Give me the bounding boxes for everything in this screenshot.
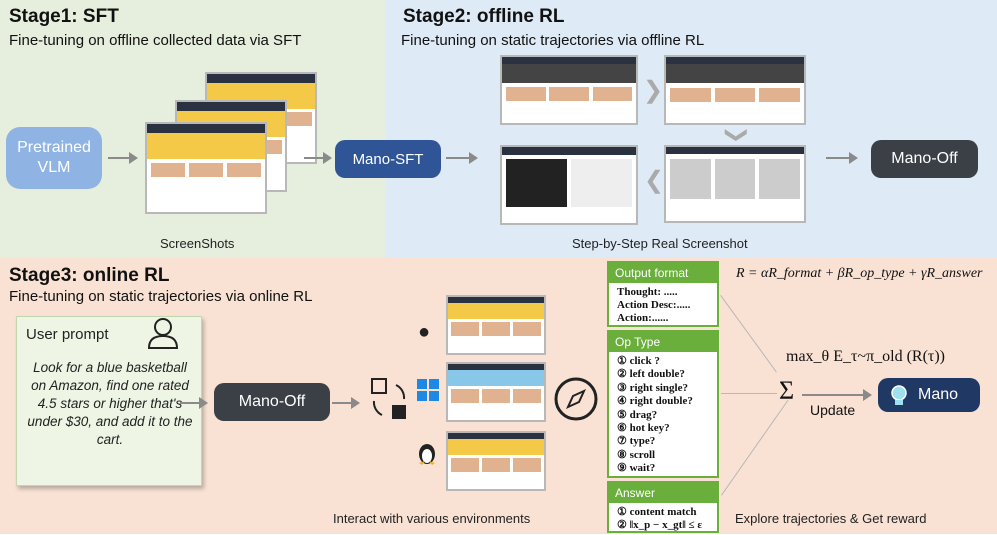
answer-item: ① content match — [617, 506, 697, 518]
mano-sft-box: Mano-SFT — [335, 140, 441, 178]
sum-symbol: Σ — [779, 376, 795, 405]
screenshots-caption: ScreenShots — [160, 236, 235, 251]
op-type-item: ⑥ hot key? — [617, 422, 670, 435]
arrow-trajectory-to-off — [826, 152, 858, 164]
output-format-header: Output format — [609, 263, 717, 283]
compass-icon — [554, 377, 598, 421]
env-screenshot-mac — [446, 295, 546, 355]
update-label: Update — [810, 402, 856, 418]
output-line: Action:...... — [617, 312, 669, 324]
arrow-vlm-to-shots — [108, 152, 138, 164]
arrow-shots-to-sft — [304, 152, 332, 164]
rl-objective: max_θ E_τ~π_old (R(τ)) — [786, 348, 946, 365]
op-type-item: ⑧ scroll — [617, 448, 656, 461]
windows-icon — [417, 379, 439, 401]
cycle-icon — [371, 378, 406, 419]
arrow-prompt-to-off — [180, 397, 208, 409]
op-type-item: ⑦ type? — [617, 435, 656, 448]
reward-formula: R = αR_format + βR_op_type + γR_answer — [736, 266, 983, 281]
stage1-subtitle: Fine-tuning on offline collected data vi… — [9, 32, 302, 49]
stage3-subtitle: Fine-tuning on static trajectories via o… — [9, 288, 313, 305]
op-type-item: ④ right double? — [617, 395, 693, 408]
bulb-icon — [891, 385, 907, 405]
pretrained-vlm-box: Pretrained VLM — [6, 127, 102, 189]
mano-final-label: Mano — [918, 386, 959, 403]
chevron-down-icon: ❯ — [725, 125, 751, 145]
mano-off-box-stage3: Mano-Off — [214, 383, 330, 421]
env-screenshot-linux — [446, 431, 546, 491]
output-format-panel: Output format Thought: ..... Action Desc… — [607, 261, 719, 327]
user-prompt-text: Look for a blue basketball on Amazon, fi… — [27, 360, 193, 447]
stage2-subtitle: Fine-tuning on static trajectories via o… — [401, 32, 705, 49]
trajectory-screenshot-1 — [500, 55, 638, 125]
arrow-off-to-cycle — [332, 397, 360, 409]
output-line: Thought: ..... — [617, 286, 678, 298]
screenshot-thumb — [145, 122, 267, 214]
pretrained-vlm-label: Pretrained VLM — [17, 139, 91, 176]
env-screenshot-windows — [446, 362, 546, 422]
arrow-sum-to-mano — [802, 389, 872, 401]
op-type-panel: Op Type ① click ? ② left double? ③ right… — [607, 330, 719, 478]
user-icon — [147, 318, 179, 349]
user-prompt-card: User prompt Look for a blue basketball o… — [16, 316, 202, 486]
user-prompt-label: User prompt — [26, 326, 109, 343]
trajectory-screenshot-3 — [664, 145, 806, 223]
stage2-title: Stage2: offline RL — [403, 6, 565, 27]
arrow-sft-to-trajectory — [446, 152, 478, 164]
answer-item: ② ‖x_p − x_gt‖ ≤ ε — [617, 519, 703, 531]
output-line: Action Desc:..... — [617, 299, 691, 311]
linux-icon — [419, 444, 435, 465]
trajectory-screenshot-4 — [500, 145, 638, 225]
answer-header: Answer — [609, 483, 717, 503]
apple-icon: ● — [418, 321, 431, 343]
answer-body: ① content match ② ‖x_p − x_gt‖ ≤ ε — [609, 503, 717, 535]
op-type-body: ① click ? ② left double? ③ right single?… — [609, 352, 717, 479]
op-type-item: ③ right single? — [617, 381, 688, 394]
mano-off-box-stage2: Mano-Off — [871, 140, 978, 178]
mano-final-box: Mano — [878, 378, 980, 412]
trajectory-screenshot-2 — [664, 55, 806, 125]
output-format-body: Thought: ..... Action Desc:..... Action:… — [609, 283, 717, 328]
explore-caption: Explore trajectories & Get reward — [735, 511, 927, 526]
chevron-left-icon: ❮ — [644, 167, 665, 194]
op-type-item: ① click ? — [617, 355, 660, 367]
stage3-title: Stage3: online RL — [9, 265, 170, 286]
stage2-caption: Step-by-Step Real Screenshot — [572, 236, 748, 251]
op-type-item: ② left double? — [617, 368, 685, 381]
mano-off-label: Mano-Off — [891, 150, 958, 167]
mano-sft-label: Mano-SFT — [352, 150, 424, 168]
op-type-header: Op Type — [609, 332, 717, 352]
chevron-right-icon: ❯ — [643, 77, 664, 104]
op-type-item: ⑤ drag? — [617, 408, 658, 421]
op-type-item: ⑨ wait? — [617, 462, 656, 475]
line-op-to-sum — [721, 393, 777, 394]
env-caption: Interact with various environments — [333, 511, 531, 526]
stage1-title: Stage1: SFT — [9, 6, 119, 27]
mano-off-label-stage3: Mano-Off — [238, 393, 306, 410]
answer-panel: Answer ① content match ② ‖x_p − x_gt‖ ≤ … — [607, 481, 719, 533]
